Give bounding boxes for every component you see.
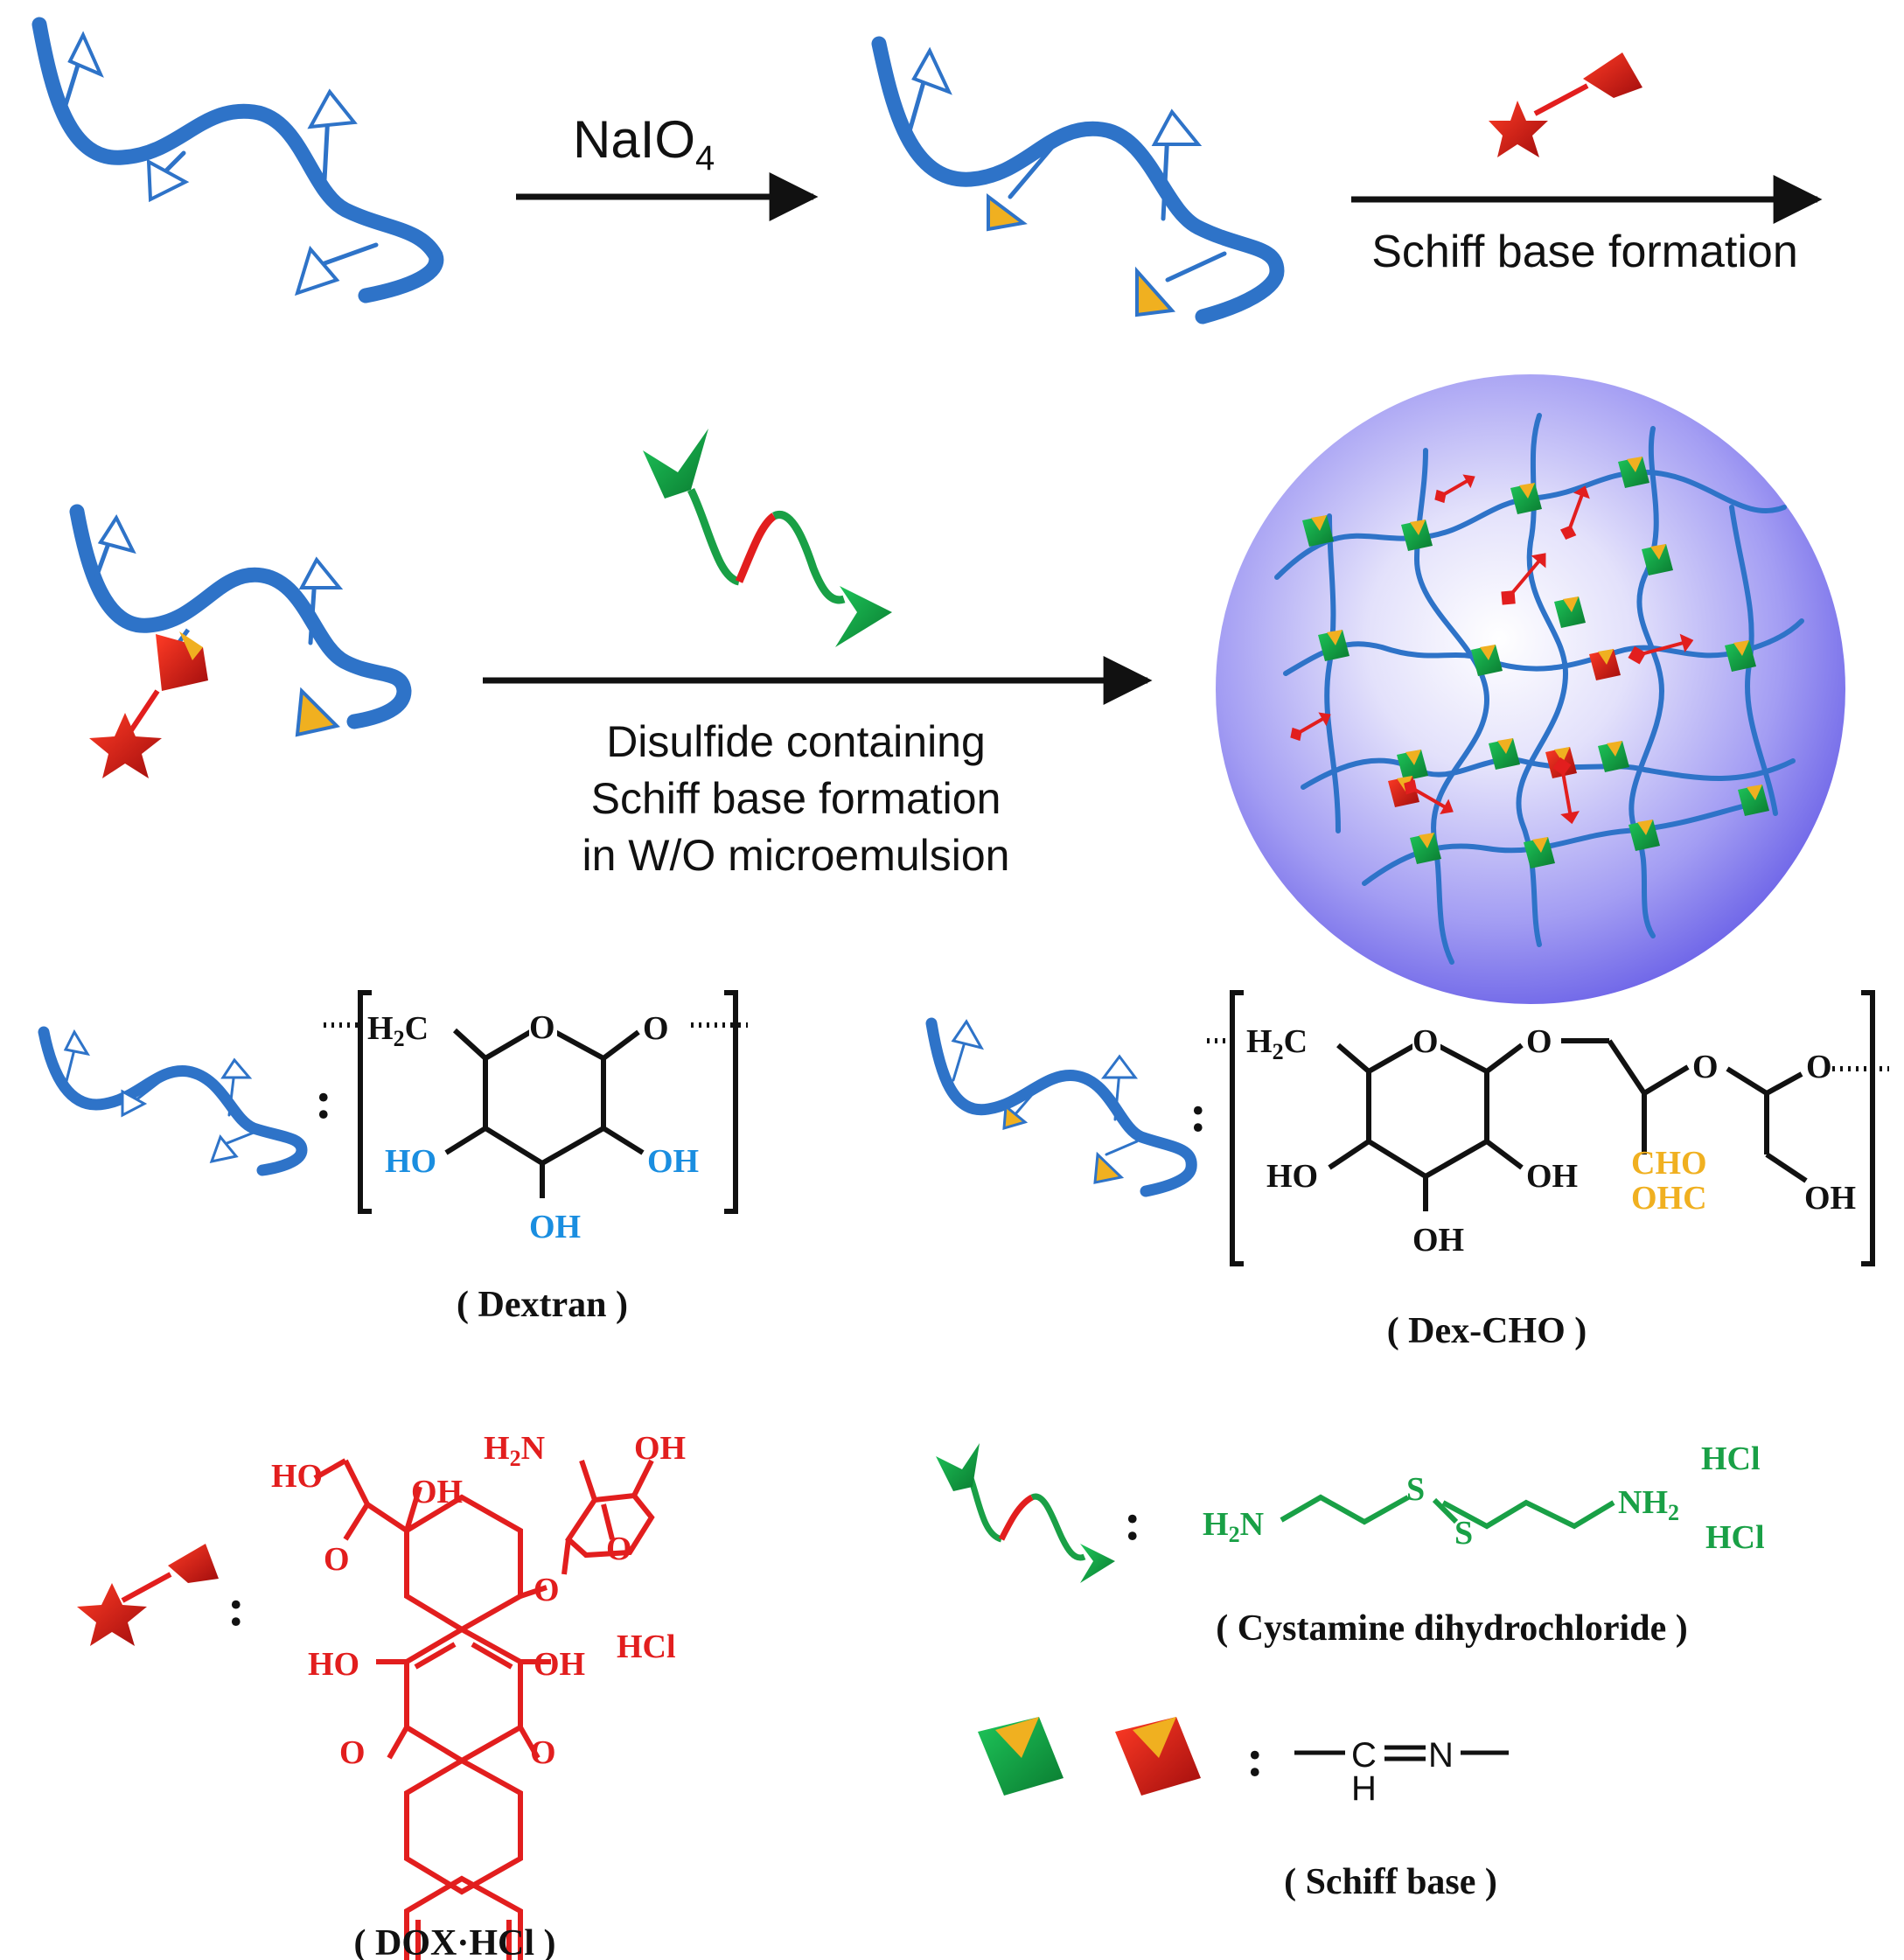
svg-text:OH: OH <box>534 1646 585 1683</box>
label-schiff-base-formation: Schiff base formation <box>1371 227 1798 277</box>
svg-text:S: S <box>1454 1515 1473 1552</box>
dexcho-chain-icon <box>925 1017 1197 1197</box>
svg-text:O: O <box>1412 1023 1439 1060</box>
arrow-naio4: NaIO4 <box>516 110 819 221</box>
schiff-crosslinks <box>1302 457 1769 868</box>
svg-text:O: O <box>643 1010 669 1047</box>
svg-text:C: C <box>1351 1736 1377 1775</box>
arrow-disulfide: Disulfide containing Schiff base formati… <box>483 656 1153 880</box>
label-cystamine: ( Cystamine dihydrochloride ) <box>1216 1608 1687 1649</box>
legend-schiff-base: : C N H ( Schiff base ) <box>978 1717 1509 1902</box>
svg-text:OH: OH <box>1412 1222 1464 1259</box>
svg-text:O: O <box>606 1531 632 1567</box>
svg-text:N: N <box>1428 1736 1454 1775</box>
label-dextran: ( Dextran ) <box>457 1285 628 1325</box>
svg-text:HCl: HCl <box>1701 1440 1761 1477</box>
label-dexcho: ( Dex-CHO ) <box>1387 1311 1587 1351</box>
schiff-red-icon <box>1115 1717 1201 1796</box>
legend-dexcho: : O <box>925 990 1889 1351</box>
svg-text:OH: OH <box>647 1143 699 1180</box>
dox-conjugated-chain <box>69 504 412 778</box>
svg-text:OH: OH <box>1804 1180 1856 1217</box>
svg-text:OH: OH <box>529 1209 581 1245</box>
colon-dexcho: : <box>1189 1085 1207 1142</box>
svg-text:H: H <box>1351 1769 1377 1808</box>
schiff-structure <box>1294 1745 1509 1761</box>
svg-text:HO: HO <box>308 1646 359 1683</box>
dexcho-chain-1 <box>871 36 1285 324</box>
svg-text:HO: HO <box>271 1458 323 1495</box>
svg-text:O: O <box>339 1734 366 1771</box>
legend-dextran: : O H2C O HO OH OH ( Dextran ) <box>38 990 748 1325</box>
encapsulated-dox <box>1290 474 1694 825</box>
svg-text:OH: OH <box>1526 1158 1578 1195</box>
svg-text:HO: HO <box>385 1143 436 1180</box>
legend-cystamine: : H2N S S NH2 HCl HCl ( Cystamine dihydr… <box>936 1440 1765 1649</box>
svg-text:S: S <box>1406 1471 1425 1508</box>
dox-icon-top <box>1489 52 1642 157</box>
cystamine-icon-top <box>643 429 892 647</box>
label-schiff-base: ( Schiff base ) <box>1284 1862 1497 1902</box>
svg-text:OHC: OHC <box>1631 1180 1707 1217</box>
colon-cystamine: : <box>1124 1493 1141 1551</box>
dox-icon-legend <box>77 1544 219 1646</box>
dextran-h2c: H2C <box>367 1010 429 1051</box>
label-disulfide-line2: Schiff base formation <box>591 774 1001 823</box>
svg-text:OH: OH <box>411 1474 463 1510</box>
nanogel-sphere <box>1216 374 1845 1004</box>
svg-text:HCl: HCl <box>1705 1519 1765 1556</box>
dox-h2n: H2N <box>484 1430 545 1471</box>
svg-text:HO: HO <box>1266 1158 1318 1195</box>
label-disulfide-line1: Disulfide containing <box>606 717 986 766</box>
svg-text:HCl: HCl <box>617 1629 676 1665</box>
colon-dox: : <box>227 1579 245 1636</box>
dextran-structure: O H2C O HO OH OH <box>324 990 748 1245</box>
cystamine-structure: H2N S S NH2 HCl HCl <box>1203 1440 1765 1556</box>
svg-text:O: O <box>530 1734 556 1771</box>
svg-text:O: O <box>1692 1049 1719 1085</box>
legend-dox: : <box>77 1430 686 1960</box>
svg-text:O: O <box>1526 1023 1552 1060</box>
arrow-schiff: Schiff base formation <box>1351 175 1823 277</box>
colon-schiff: : <box>1246 1729 1264 1787</box>
svg-text:O: O <box>534 1572 560 1608</box>
cystamine-icon-legend <box>936 1443 1115 1583</box>
reagent-naio4: NaIO4 <box>573 110 715 178</box>
label-dox: ( DOX·HCl ) <box>354 1923 556 1960</box>
cystamine-nh2: NH2 <box>1618 1484 1679 1525</box>
svg-text:O: O <box>1806 1049 1832 1085</box>
dexcho-h2c: H2C <box>1246 1023 1308 1064</box>
svg-text:O: O <box>529 1009 555 1046</box>
dox-structure: HO OH O H2N OH O O HO OH HCl O O O <box>271 1430 686 1960</box>
svg-text:OH: OH <box>634 1430 686 1467</box>
label-disulfide-line3: in W/O microemulsion <box>582 831 1010 880</box>
svg-text:O: O <box>324 1541 350 1578</box>
svg-text:CHO: CHO <box>1631 1145 1707 1182</box>
dextran-chain-icon <box>38 1026 308 1176</box>
dextran-chain-1 <box>31 17 444 303</box>
schiff-green-icon <box>978 1717 1064 1796</box>
colon-dextran: : <box>315 1071 332 1129</box>
cystamine-h2n: H2N <box>1203 1506 1264 1547</box>
dexcho-structure: O H2C O O O HO OH OH CHO OHC OH <box>1207 990 1889 1266</box>
